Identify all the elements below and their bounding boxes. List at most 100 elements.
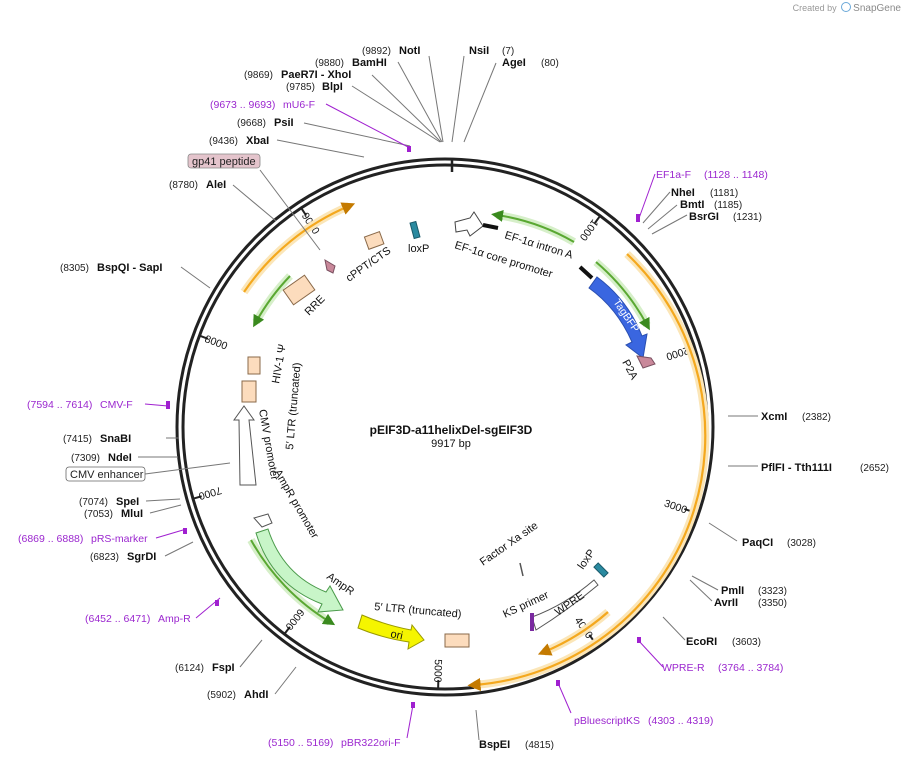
backbone-outer-ring xyxy=(175,157,715,697)
site-pos-sgrdi: (6823) xyxy=(90,552,119,563)
site-mlui: MluI xyxy=(121,508,143,520)
site-pos-bspei: (4815) xyxy=(525,740,554,751)
ltr5b-label: 5′ LTR (truncated) xyxy=(374,601,462,621)
site-alei: AleI xyxy=(206,179,226,191)
loxp2-shape xyxy=(593,562,609,578)
plasmid-size: 9917 bp xyxy=(431,438,471,450)
site-noti: NotI xyxy=(399,45,420,57)
site-psii: PsiI xyxy=(274,117,294,129)
hiv-psi-shape xyxy=(247,356,261,375)
tick-mark-8000 xyxy=(200,335,209,340)
factor-xa-label: Factor Xa site xyxy=(478,520,540,569)
ampr-promoter-label: AmpR promoter xyxy=(271,468,320,542)
tick-mark-7000 xyxy=(193,495,202,500)
primer-pos-mu6f: (9673 .. 9693) xyxy=(210,99,275,111)
tick-mark-1000 xyxy=(593,216,601,224)
site-pos-bsrgi: (1231) xyxy=(733,212,762,223)
site-nhei: NheI xyxy=(671,187,695,199)
site-ecori: EcoRI xyxy=(686,636,717,648)
tick-mark-9000 xyxy=(300,208,307,217)
primer-pbluescriptks: pBluescriptKS xyxy=(574,715,640,727)
primer-pos-pbr322: (5150 .. 5169) xyxy=(268,737,333,749)
site-snabi: SnaBI xyxy=(100,433,131,445)
rre-label: RRE xyxy=(303,293,328,318)
ampr-arc-left xyxy=(253,275,291,328)
ks-primer-mark xyxy=(530,613,534,631)
p2a-shape xyxy=(636,355,656,369)
ampr-promoter-arrow xyxy=(253,513,273,528)
brand-name: SnapGene xyxy=(853,3,901,14)
site-pos-xbai: (9436) xyxy=(209,136,238,147)
ampr-arc-bottom xyxy=(250,539,336,626)
ltr5b-shape xyxy=(444,633,470,648)
site-pos-fspi: (6124) xyxy=(175,663,204,674)
primer-ef1af: EF1a-F xyxy=(656,169,691,181)
site-pmli: PmlI xyxy=(721,585,744,597)
primer-cmvf: CMV-F xyxy=(100,399,133,411)
site-pos-avrii: (3350) xyxy=(758,598,787,609)
site-pos-mlui: (7053) xyxy=(84,509,113,520)
site-bspqi-sapi: BspQI - SapI xyxy=(97,262,162,274)
primer-pbr322ori-f: pBR322ori-F xyxy=(341,737,401,749)
site-bspei: BspEI xyxy=(479,739,510,751)
primer-amp-r: Amp-R xyxy=(158,613,191,625)
site-blpi: BlpI xyxy=(322,81,343,93)
site-pos-nsii: (7) xyxy=(502,46,514,57)
tagbfp-start-bar xyxy=(578,265,594,280)
tagbfp-arrow xyxy=(588,276,648,359)
cmv-arrow xyxy=(233,405,257,486)
site-pos-snabi: (7415) xyxy=(63,434,92,445)
site-nsii: NsiI xyxy=(469,45,489,57)
callout-lines xyxy=(138,55,758,741)
site-ahdi: AhdI xyxy=(244,689,268,701)
orf-arc-inner xyxy=(537,611,609,656)
ef1a-core-arc xyxy=(595,261,650,331)
ori-arrow xyxy=(357,614,425,650)
ltr5-label: 5′ LTR (truncated) xyxy=(284,362,304,450)
promoter-arcs xyxy=(247,209,651,626)
site-xcmi: XcmI xyxy=(761,411,787,423)
cppt-label: cPPT/CTS xyxy=(344,245,393,285)
site-pos-bspqi: (8305) xyxy=(60,263,89,274)
site-sgrdi: SgrDI xyxy=(127,551,156,563)
site-pos-ndei: (7309) xyxy=(71,453,100,464)
tick-mark-6000 xyxy=(284,626,291,634)
site-pos-noti: (9892) xyxy=(362,46,391,57)
site-pos-spei: (7074) xyxy=(79,497,108,508)
orf-arc-right xyxy=(467,253,707,692)
orf-arc-right-halo xyxy=(473,251,710,689)
tick-label-5000: 5000 xyxy=(431,659,444,683)
site-bmti: BmtI xyxy=(680,199,704,211)
ori-label: ori xyxy=(389,628,403,642)
loxp1-label: loxP xyxy=(408,243,429,255)
site-paqci: PaqCI xyxy=(742,537,773,549)
site-pos-pflfi: (2652) xyxy=(860,463,889,474)
site-agei: AgeI xyxy=(502,57,526,69)
primer-pos-pbks: (4303 .. 4319) xyxy=(648,715,713,727)
primer-pos-ef1af: (1128 .. 1148) xyxy=(704,169,768,181)
site-pos-ecori: (3603) xyxy=(732,637,761,648)
gp41-shape xyxy=(324,258,336,274)
ef1a-bar xyxy=(482,223,499,230)
site-ndei: NdeI xyxy=(108,452,132,464)
site-xbai: XbaI xyxy=(246,135,269,147)
site-pos-ahdi: (5902) xyxy=(207,690,236,701)
site-pos-paer7i: (9869) xyxy=(244,70,273,81)
cmv-enhancer-label: CMV enhancer xyxy=(70,469,144,481)
brand-prefix: Created by xyxy=(792,3,837,13)
ef1a-promoter-arrow xyxy=(454,211,484,237)
plasmid-name: pEIF3D-a11helixDel-sgEIF3D xyxy=(370,423,533,437)
site-pos-bamhi: (9880) xyxy=(315,58,344,69)
site-spei: SpeI xyxy=(116,496,139,508)
tick-label-8000: 8000 xyxy=(203,333,229,352)
primer-marks xyxy=(166,146,641,708)
orf-arc-left xyxy=(243,202,356,293)
cmv-enhancer-box xyxy=(65,466,146,482)
tick-label-3000: 3000 xyxy=(663,498,689,517)
site-pos-paqci: (3028) xyxy=(787,538,816,549)
outer-orf-arcs xyxy=(240,202,710,692)
site-pos-pmli: (3323) xyxy=(758,586,787,597)
loxp1-shape xyxy=(409,220,421,240)
site-bamhi: BamHI xyxy=(352,57,387,69)
p2a-label: P2A xyxy=(619,358,640,383)
